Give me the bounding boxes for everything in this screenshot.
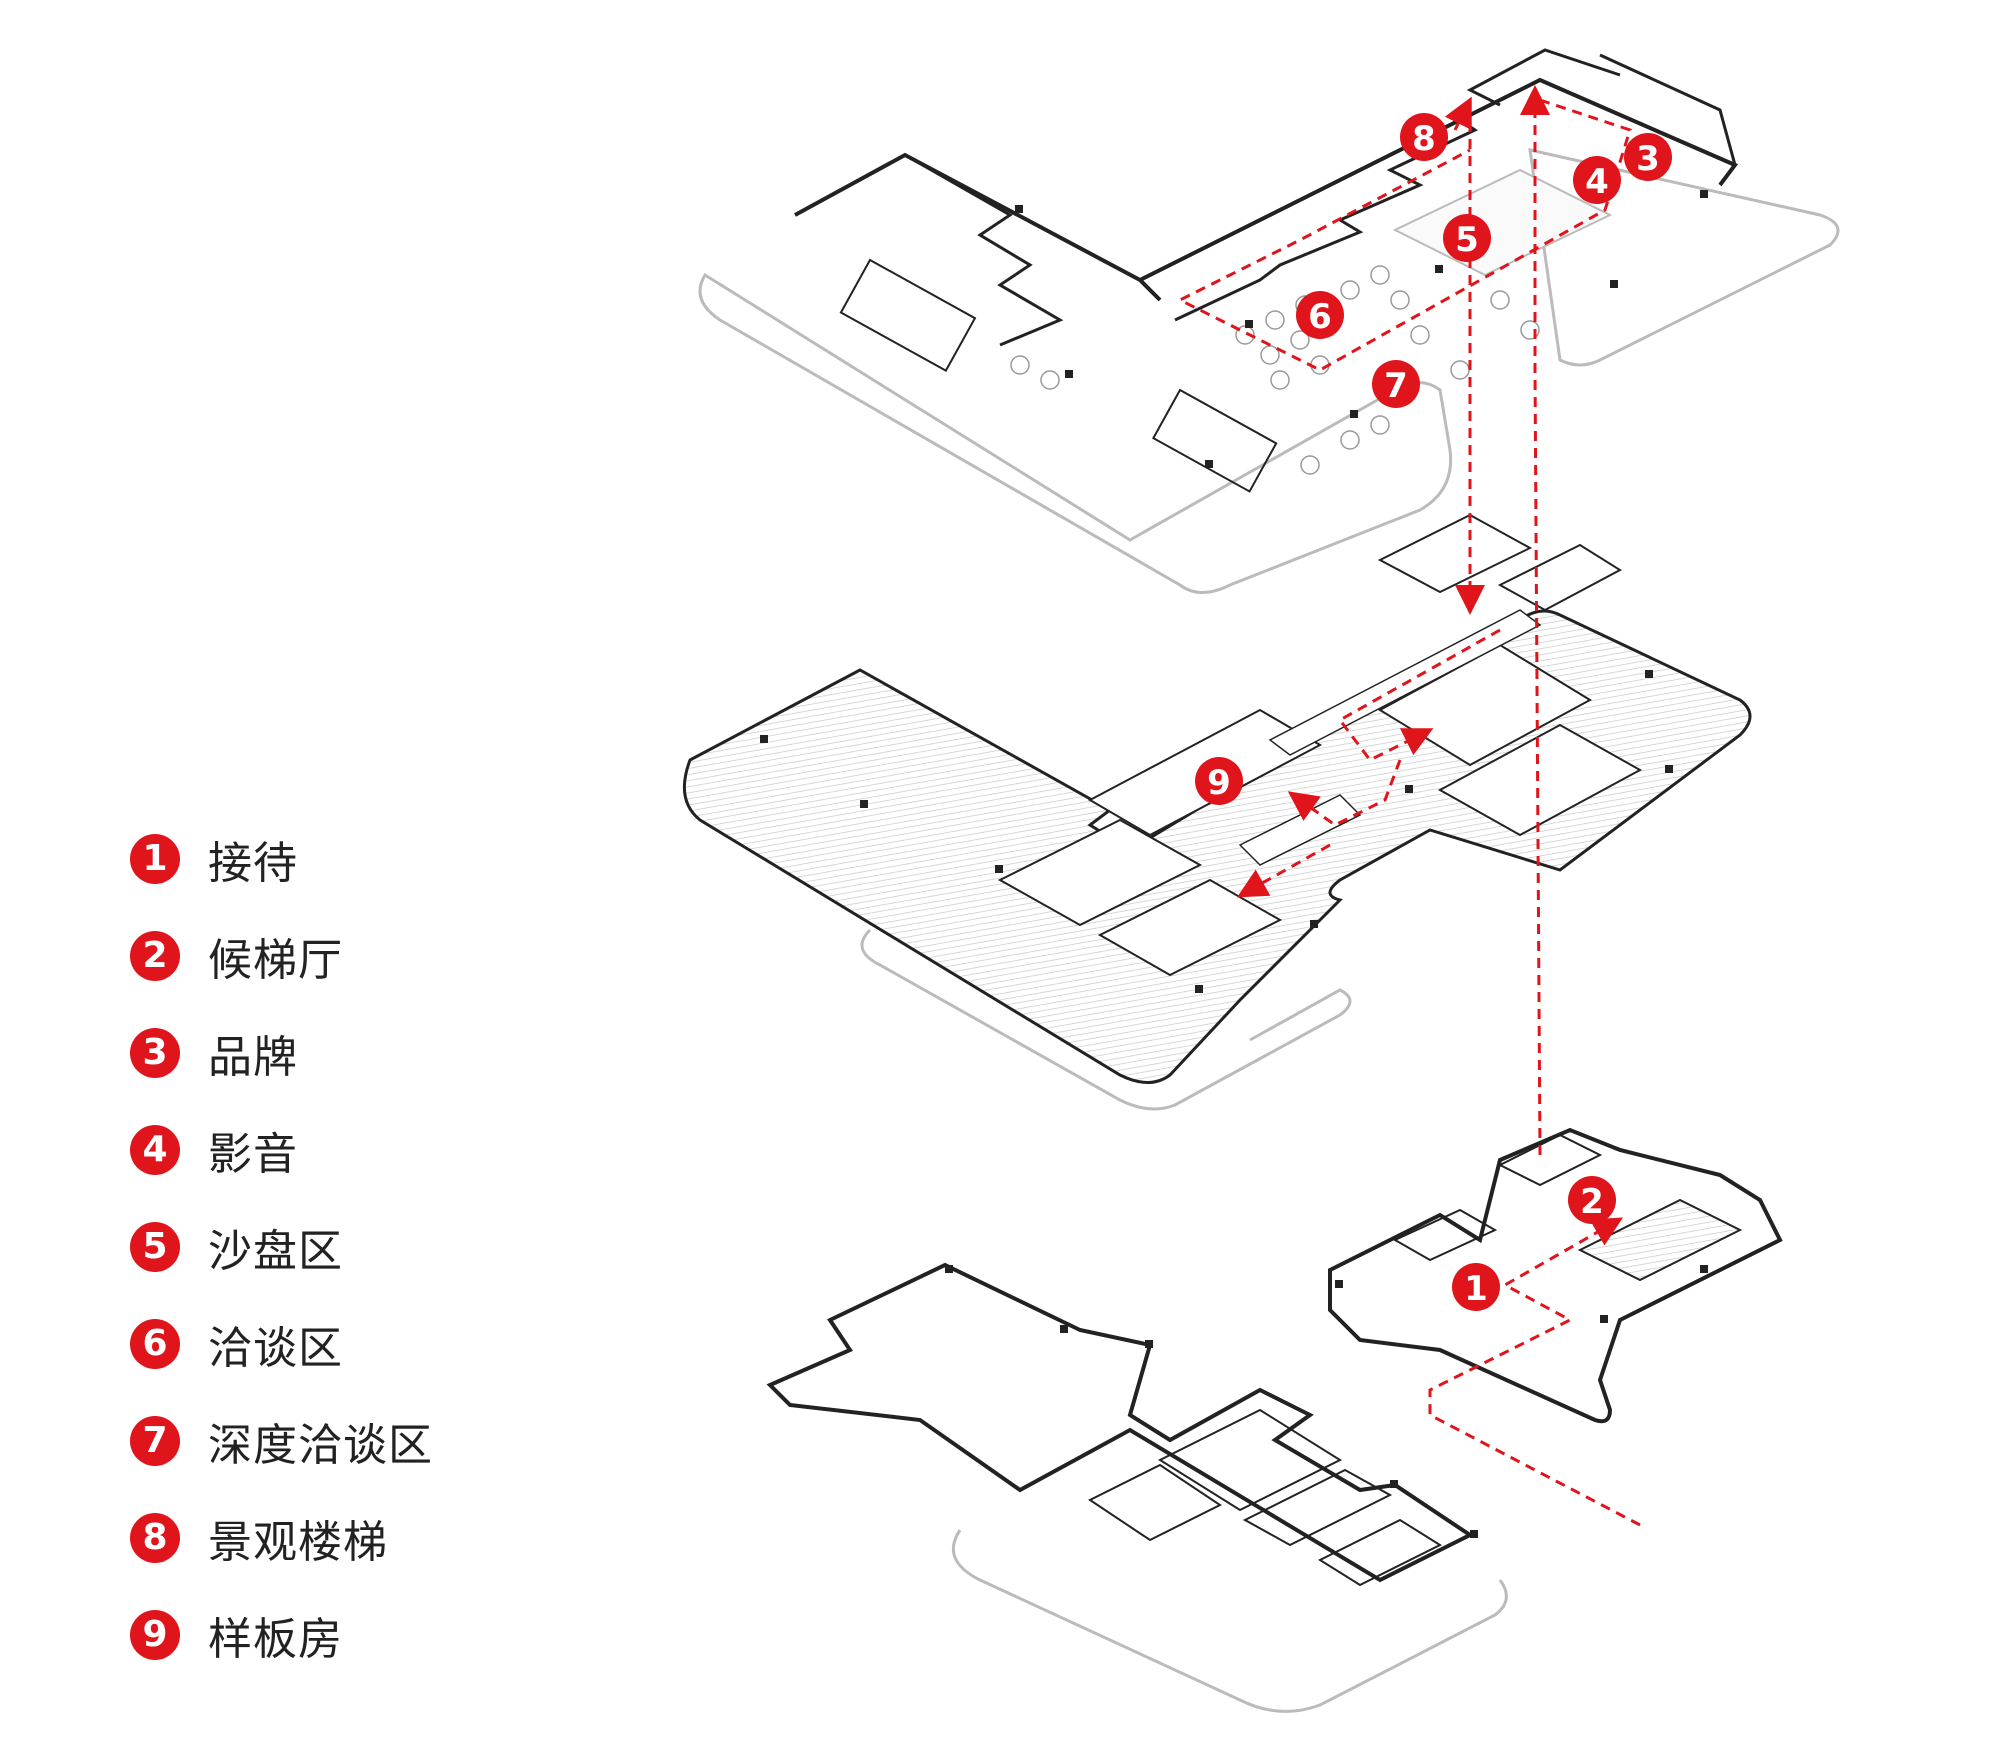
map-marker-6: 6: [1296, 291, 1344, 339]
legend-label: 景观楼梯: [208, 1516, 388, 1568]
map-marker-4-label: 4: [1585, 162, 1609, 202]
legend-item: 5 沙盘区: [130, 1198, 530, 1295]
legend-label: 沙盘区: [208, 1225, 343, 1277]
map-marker-2-label: 2: [1580, 1182, 1604, 1222]
legend-label: 样板房: [208, 1613, 343, 1665]
legend-badge: 4: [130, 1124, 180, 1175]
legend-item: 2 候梯厅: [130, 907, 530, 1004]
map-marker-7-label: 7: [1384, 366, 1408, 406]
legend-label: 接待: [208, 837, 298, 889]
map-marker-5: 5: [1443, 214, 1491, 262]
legend-badge: 3: [130, 1027, 180, 1078]
legend-item: 8 景观楼梯: [130, 1489, 530, 1586]
legend-badge: 7: [130, 1415, 180, 1466]
legend-badge: 8: [130, 1512, 180, 1563]
top-floor-plan: [698, 48, 1840, 594]
circulation-routes: [1176, 85, 1641, 1527]
legend-label: 品牌: [208, 1031, 298, 1083]
map-marker-9-label: 9: [1207, 763, 1231, 803]
map-marker-1-label: 1: [1464, 1269, 1488, 1309]
map-marker-8-label: 8: [1412, 119, 1436, 159]
legend-label: 洽谈区: [208, 1322, 343, 1374]
legend-label: 深度洽谈区: [208, 1419, 433, 1471]
map-marker-1: 1: [1452, 1263, 1500, 1311]
bottom-floor-plan: [766, 1127, 1783, 1713]
map-marker-7: 7: [1372, 360, 1420, 408]
legend-item: 6 洽谈区: [130, 1295, 530, 1392]
map-marker-6-label: 6: [1308, 297, 1332, 337]
legend-label: 影音: [208, 1128, 298, 1180]
legend-badge: 2: [130, 930, 180, 981]
map-marker-5-label: 5: [1455, 220, 1479, 260]
legend-badge: 6: [130, 1318, 180, 1369]
legend-item: 7 深度洽谈区: [130, 1392, 530, 1489]
map-marker-8: 8: [1400, 113, 1448, 161]
map-marker-4: 4: [1573, 156, 1621, 204]
legend: 1 接待 2 候梯厅 3 品牌 4 影音 5 沙盘区 6 洽谈区 7 深度洽谈区…: [130, 810, 530, 1683]
legend-item: 9 样板房: [130, 1586, 530, 1683]
legend-label: 候梯厅: [208, 934, 343, 986]
map-marker-2: 2: [1568, 1176, 1616, 1224]
map-marker-3-label: 3: [1636, 139, 1660, 179]
legend-badge: 9: [130, 1609, 180, 1660]
legend-item: 1 接待: [130, 810, 530, 907]
legend-item: 3 品牌: [130, 1004, 530, 1101]
legend-badge: 1: [130, 833, 180, 884]
map-marker-9: 9: [1195, 757, 1243, 805]
map-marker-3: 3: [1624, 133, 1672, 181]
middle-floor-plan: [682, 513, 1752, 1111]
legend-item: 4 影音: [130, 1101, 530, 1198]
legend-badge: 5: [130, 1221, 180, 1272]
